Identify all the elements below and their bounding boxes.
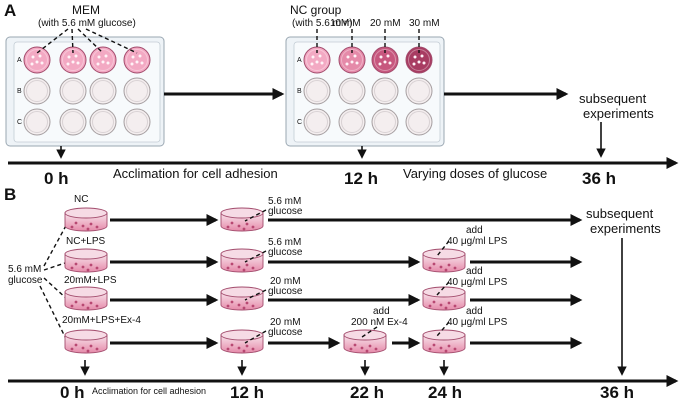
well-right-r0c3 (405, 46, 433, 74)
svg-text:40 μg/ml LPS: 40 μg/ml LPS (447, 317, 508, 328)
svg-text:20 mM: 20 mM (270, 317, 301, 328)
svg-text:200 nM Ex-4: 200 nM Ex-4 (351, 317, 408, 328)
well-left-r2c0 (23, 108, 51, 136)
dish-22h-row3 (343, 329, 387, 354)
row-arrows (110, 214, 583, 349)
outcome-a-line1: subsequent (579, 91, 647, 106)
svg-text:add: add (373, 306, 390, 317)
row-label-c: C (17, 119, 22, 126)
start-glucose-line2: glucose (8, 275, 43, 286)
mem-dashed-pointers (36, 28, 138, 54)
panel-a-label: A (4, 1, 16, 20)
svg-text:glucose: glucose (268, 286, 303, 297)
time-12h-a: 12 h (344, 169, 378, 188)
svg-text:20 mM: 20 mM (270, 276, 301, 287)
svg-text:glucose: glucose (268, 327, 303, 338)
time-36h-a: 36 h (582, 169, 616, 188)
svg-text:40 μg/ml LPS: 40 μg/ml LPS (447, 236, 508, 247)
mem-glucose-note: (with 5.6 mM glucose) (38, 18, 136, 29)
time-36h-b: 36 h (600, 383, 634, 402)
group-20mm-lps: 20mM+LPS (64, 275, 117, 286)
row-label-b: B (17, 88, 22, 95)
svg-text:5.6 mM: 5.6 mM (268, 196, 301, 207)
glucose-12h-labels: 5.6 mM glucose 5.6 mM glucose 20 mM gluc… (244, 196, 303, 344)
well-left-r1c2 (89, 77, 117, 105)
group-20mm-lps-ex4: 20mM+LPS+Ex-4 (62, 315, 141, 326)
panel-b-label: B (4, 185, 16, 204)
dish-0h-row2 (64, 286, 108, 311)
row-label-c-right: C (297, 119, 302, 126)
phase-glucose-doses: Varying doses of glucose (403, 166, 547, 181)
time-22h-b: 22 h (350, 383, 384, 402)
conc-10mm: 10 mM (330, 18, 361, 29)
svg-text:add: add (466, 306, 483, 317)
group-nc: NC (74, 194, 88, 205)
well-right-r2c2 (371, 108, 399, 136)
start-dashed-pointers (39, 221, 69, 344)
dish-12h-row2 (220, 286, 264, 311)
outcome-b-line1: subsequent (586, 206, 654, 221)
dish-12h-row3 (220, 329, 264, 354)
outcome-a-line2: experiments (583, 106, 654, 121)
svg-text:glucose: glucose (268, 247, 303, 258)
row-label-a: A (17, 57, 22, 64)
outcome-b-line2: experiments (590, 221, 661, 236)
nc-dashed-pointers (316, 29, 420, 53)
row-label-b-right: B (297, 88, 302, 95)
dish-0h-row1 (64, 248, 108, 273)
well-left-r1c0 (23, 77, 51, 105)
dish-24h-row1 (422, 248, 466, 273)
phase-acclimation-b: Acclimation for cell adhesion (92, 386, 206, 396)
time-24h-b: 24 h (428, 383, 462, 402)
well-right-r1c1 (338, 77, 366, 105)
well-left-r0c0 (23, 46, 51, 74)
ex4-22h-label: add 200 nM Ex-4 (351, 306, 408, 338)
phase-acclimation-a: Acclimation for cell adhesion (113, 166, 278, 181)
dish-0h-row0 (64, 207, 108, 232)
well-left-r1c1 (59, 77, 87, 105)
well-right-r1c3 (405, 77, 433, 105)
well-right-r1c0 (303, 77, 331, 105)
dish-12h-row0 (220, 207, 264, 232)
well-right-r0c0 (303, 46, 331, 74)
time-12h-b: 12 h (230, 383, 264, 402)
dish-12h-row1 (220, 248, 264, 273)
lps-24h-labels: add 40 μg/ml LPS add 40 μg/ml LPS add 40… (436, 225, 508, 337)
well-right-r0c2 (371, 46, 399, 74)
well-left-r0c1 (59, 46, 87, 74)
start-glucose-line1: 5.6 mM (8, 264, 41, 275)
dish-0h-row3 (64, 329, 108, 354)
nc-group-label: NC group (290, 3, 342, 17)
well-right-r2c1 (338, 108, 366, 136)
conc-20mm: 20 mM (370, 18, 401, 29)
well-left-r0c2 (89, 46, 117, 74)
well-left-r2c1 (59, 108, 87, 136)
well-plate-right: A B C (285, 36, 445, 147)
time-0h-a: 0 h (44, 169, 69, 188)
svg-text:5.6 mM: 5.6 mM (268, 237, 301, 248)
well-right-r2c3 (405, 108, 433, 136)
well-left-r2c2 (89, 108, 117, 136)
group-nc-lps: NC+LPS (66, 236, 106, 247)
time-0h-b: 0 h (60, 383, 85, 402)
row-label-a-right: A (297, 57, 302, 64)
svg-text:add: add (466, 266, 483, 277)
well-left-r2c3 (123, 108, 151, 136)
well-plate-left: A B C (5, 36, 165, 147)
well-left-r1c3 (123, 77, 151, 105)
conc-30mm: 30 mM (409, 18, 440, 29)
dish-24h-row3 (422, 329, 466, 354)
nc-glucose-note: (with 5.6 mM) (292, 18, 353, 29)
well-right-r0c1 (338, 46, 366, 74)
svg-text:add: add (466, 225, 483, 236)
svg-text:glucose: glucose (268, 206, 303, 217)
mem-label: MEM (72, 3, 100, 17)
dish-24h-row2 (422, 286, 466, 311)
well-right-r1c2 (371, 77, 399, 105)
well-right-r2c0 (303, 108, 331, 136)
svg-text:40 μg/ml LPS: 40 μg/ml LPS (447, 277, 508, 288)
well-left-r0c3 (123, 46, 151, 74)
